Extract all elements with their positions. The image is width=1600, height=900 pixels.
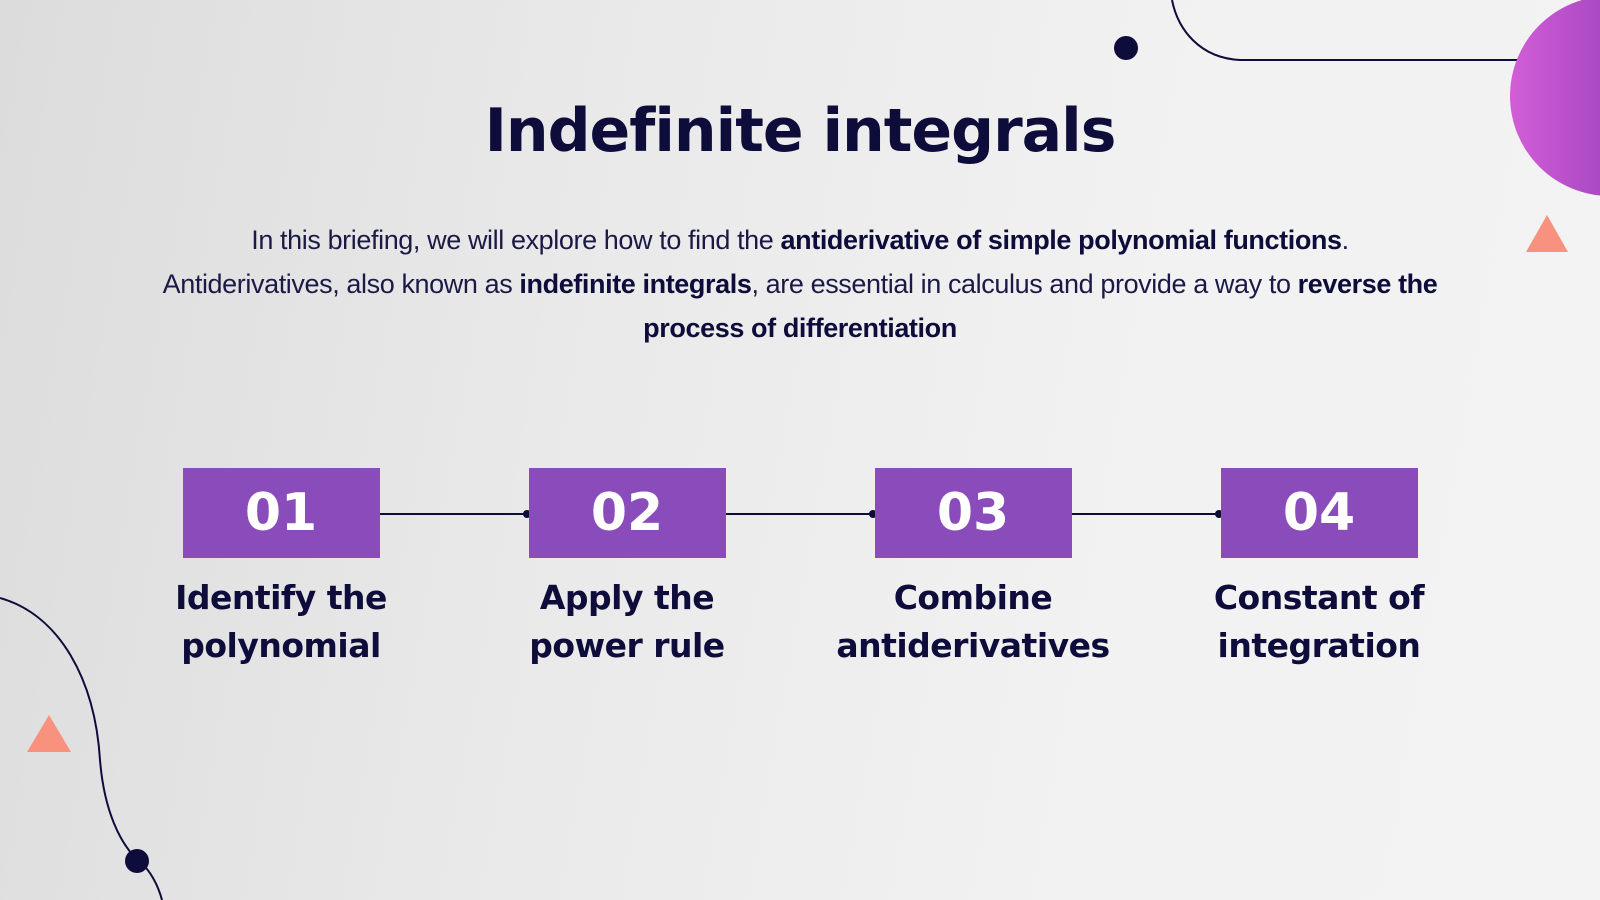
step-number: 02 (590, 483, 664, 543)
step-label-line: Constant of (1213, 578, 1425, 617)
timeline-connector (725, 510, 877, 518)
slide-title: Indefinite integrals (484, 96, 1117, 166)
step-label-line: power rule (529, 626, 725, 665)
step-label-line: Identify the (175, 578, 387, 617)
step-label-line: Combine (893, 578, 1053, 617)
top-right-curve (1171, 0, 1600, 61)
step-label: Constant of integration (1213, 574, 1425, 670)
step-3: 03 Combine antiderivatives (836, 468, 1110, 670)
navy-dot-icon (125, 849, 149, 873)
step-number-box: 04 (1220, 468, 1418, 558)
step-label-line: polynomial (181, 626, 381, 665)
step-1: 01 Identify the polynomial (151, 468, 411, 670)
intro-paragraph: In this briefing, we will explore how to… (160, 218, 1440, 350)
intro-bold-text: indefinite integrals (519, 269, 752, 299)
navy-dot-icon (1114, 36, 1138, 60)
intro-text: Antiderivatives, also known as (162, 269, 520, 299)
intro-bold-text: antiderivative of simple polynomial func… (780, 225, 1343, 255)
step-number-box: 01 (182, 468, 380, 558)
timeline-connector (379, 510, 531, 518)
step-number: 01 (244, 483, 318, 543)
coral-triangle-icon (1526, 215, 1568, 252)
bottom-left-curve (0, 597, 163, 900)
step-2: 02 Apply the power rule (497, 468, 757, 670)
timeline-connector (1071, 510, 1223, 518)
step-number-box: 03 (874, 468, 1072, 558)
step-label-line: Apply the (539, 578, 715, 617)
intro-text: In this briefing, we will explore how to… (251, 225, 781, 255)
intro-bold-text: reverse the process of differentiation (643, 269, 1438, 343)
steps-timeline: 01 Identify the polynomial 02 Apply the … (0, 468, 1600, 688)
step-label: Combine antiderivatives (836, 574, 1110, 670)
coral-triangle-icon (27, 715, 71, 752)
step-number: 03 (936, 483, 1010, 543)
step-label-line: antiderivatives (836, 626, 1110, 665)
step-label: Apply the power rule (529, 574, 725, 670)
step-number: 04 (1282, 483, 1356, 543)
step-label-line: integration (1217, 626, 1421, 665)
purple-circle-icon (1510, 0, 1600, 196)
step-4: 04 Constant of integration (1189, 468, 1449, 670)
step-number-box: 02 (528, 468, 726, 558)
intro-text: . (1341, 225, 1350, 255)
step-label: Identify the polynomial (175, 574, 387, 670)
intro-text: , are essential in calculus and provide … (751, 269, 1298, 299)
